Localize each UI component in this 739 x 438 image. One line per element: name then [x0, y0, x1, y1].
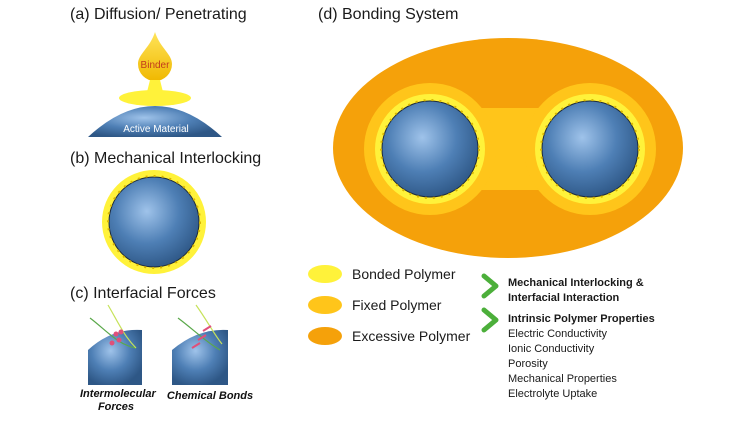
- particle-d-left: [381, 100, 479, 198]
- legend-fixed: Fixed Polymer: [308, 296, 441, 314]
- panel-d-title: (d) Bonding System: [318, 6, 459, 23]
- legend-swatch-fixed: [308, 296, 342, 314]
- panel-c-title: (c) Interfacial Forces: [70, 285, 216, 302]
- panel-b-title: (b) Mechanical Interlocking: [70, 150, 262, 167]
- panel-b-diagram: [102, 170, 206, 274]
- property-group-1-title: Mechanical Interlocking & Interfacial In…: [508, 277, 644, 304]
- legend-label-excessive: Excessive Polymer: [352, 328, 471, 344]
- property-item: Electric Conductivity: [508, 328, 608, 340]
- binder-drop: [138, 32, 172, 81]
- legend-bonded: Bonded Polymer: [308, 265, 456, 283]
- legend-label-fixed: Fixed Polymer: [352, 297, 442, 313]
- binder-drop-neck: [147, 80, 163, 92]
- particle-c-left: [88, 329, 142, 385]
- property-group-2-title: Intrinsic Polymer Properties: [508, 313, 655, 325]
- legend-swatch-bonded: [308, 265, 342, 283]
- legend-label-bonded: Bonded Polymer: [352, 266, 456, 282]
- arrow-1: [481, 273, 499, 299]
- arrows: [481, 273, 499, 333]
- panel-d-diagram: [333, 38, 683, 258]
- legend-swatch-excessive: [308, 327, 342, 345]
- property-group-2: Intrinsic Polymer Properties Electric Co…: [508, 312, 668, 402]
- intermolecular-forces-label: Intermolecular Forces: [80, 388, 156, 413]
- particle-b: [108, 176, 200, 268]
- property-item: Electrolyte Uptake: [508, 388, 598, 400]
- panel-c-diagram: [88, 304, 228, 385]
- particle-c-right: [172, 329, 228, 385]
- particle-d-right: [541, 100, 639, 198]
- legend-excessive: Excessive Polymer: [308, 327, 470, 345]
- chemical-bonds-label: Chemical Bonds: [166, 390, 254, 402]
- binder-layer: [119, 90, 191, 106]
- property-item: Porosity: [508, 358, 548, 370]
- arrow-2: [481, 307, 499, 333]
- panel-a-diagram: [88, 32, 222, 137]
- active-material-label: Active Material: [123, 124, 189, 135]
- property-item: Ionic Conductivity: [508, 343, 595, 355]
- binder-label: Binder: [141, 60, 171, 71]
- property-group-1: Mechanical Interlocking & Interfacial In…: [508, 276, 658, 306]
- panel-a-title: (a) Diffusion/ Penetrating: [70, 6, 247, 23]
- active-material-dome: [88, 106, 222, 137]
- property-item: Mechanical Properties: [508, 373, 617, 385]
